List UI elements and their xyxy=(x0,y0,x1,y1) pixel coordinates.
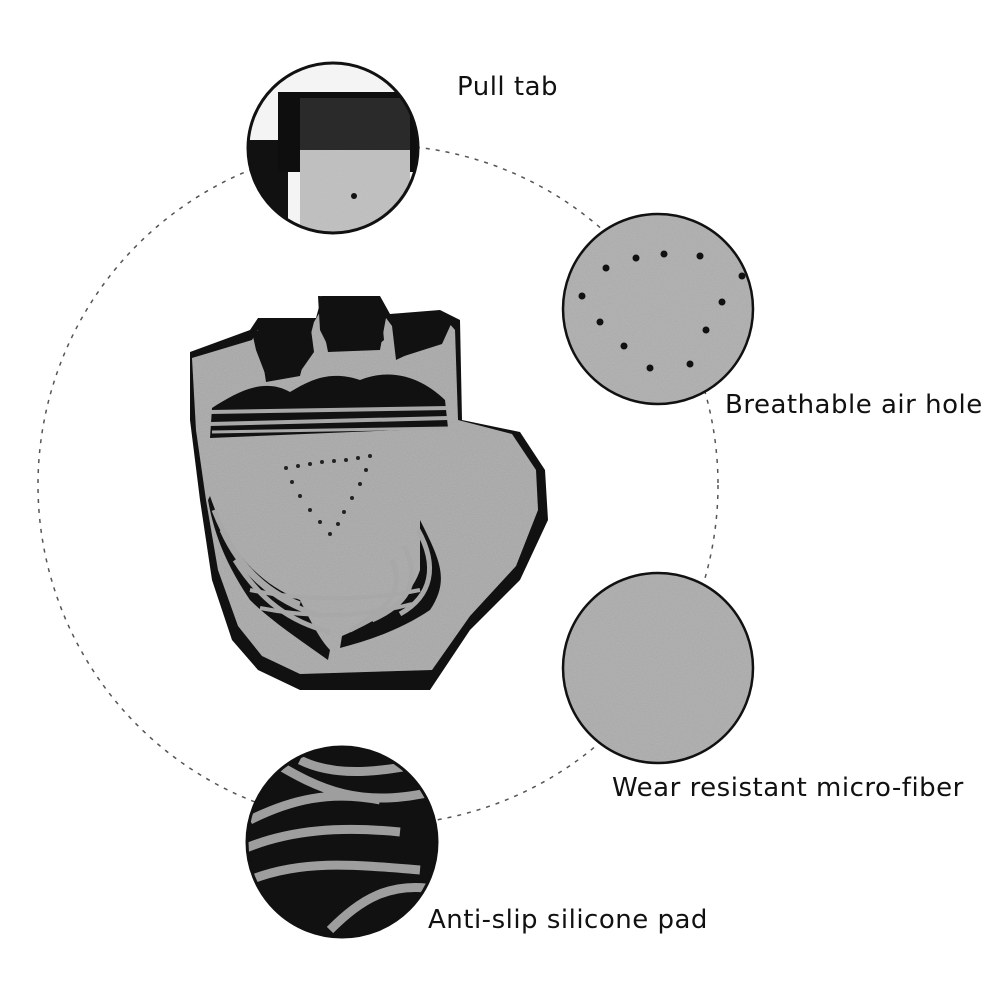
silicone-pad-label: Anti-slip silicone pad xyxy=(428,905,708,935)
pull-tab-detail-image xyxy=(246,61,420,235)
micro-fiber-detail-image xyxy=(561,571,755,765)
air-hole-detail-image xyxy=(561,212,755,406)
air-hole-label: Breathable air hole xyxy=(725,390,983,420)
glove-palm xyxy=(190,296,548,690)
silicone-pad-detail-image xyxy=(245,745,439,939)
micro-fiber-label: Wear resistant micro-fiber xyxy=(612,773,964,803)
pull-tab-label: Pull tab xyxy=(457,72,559,102)
